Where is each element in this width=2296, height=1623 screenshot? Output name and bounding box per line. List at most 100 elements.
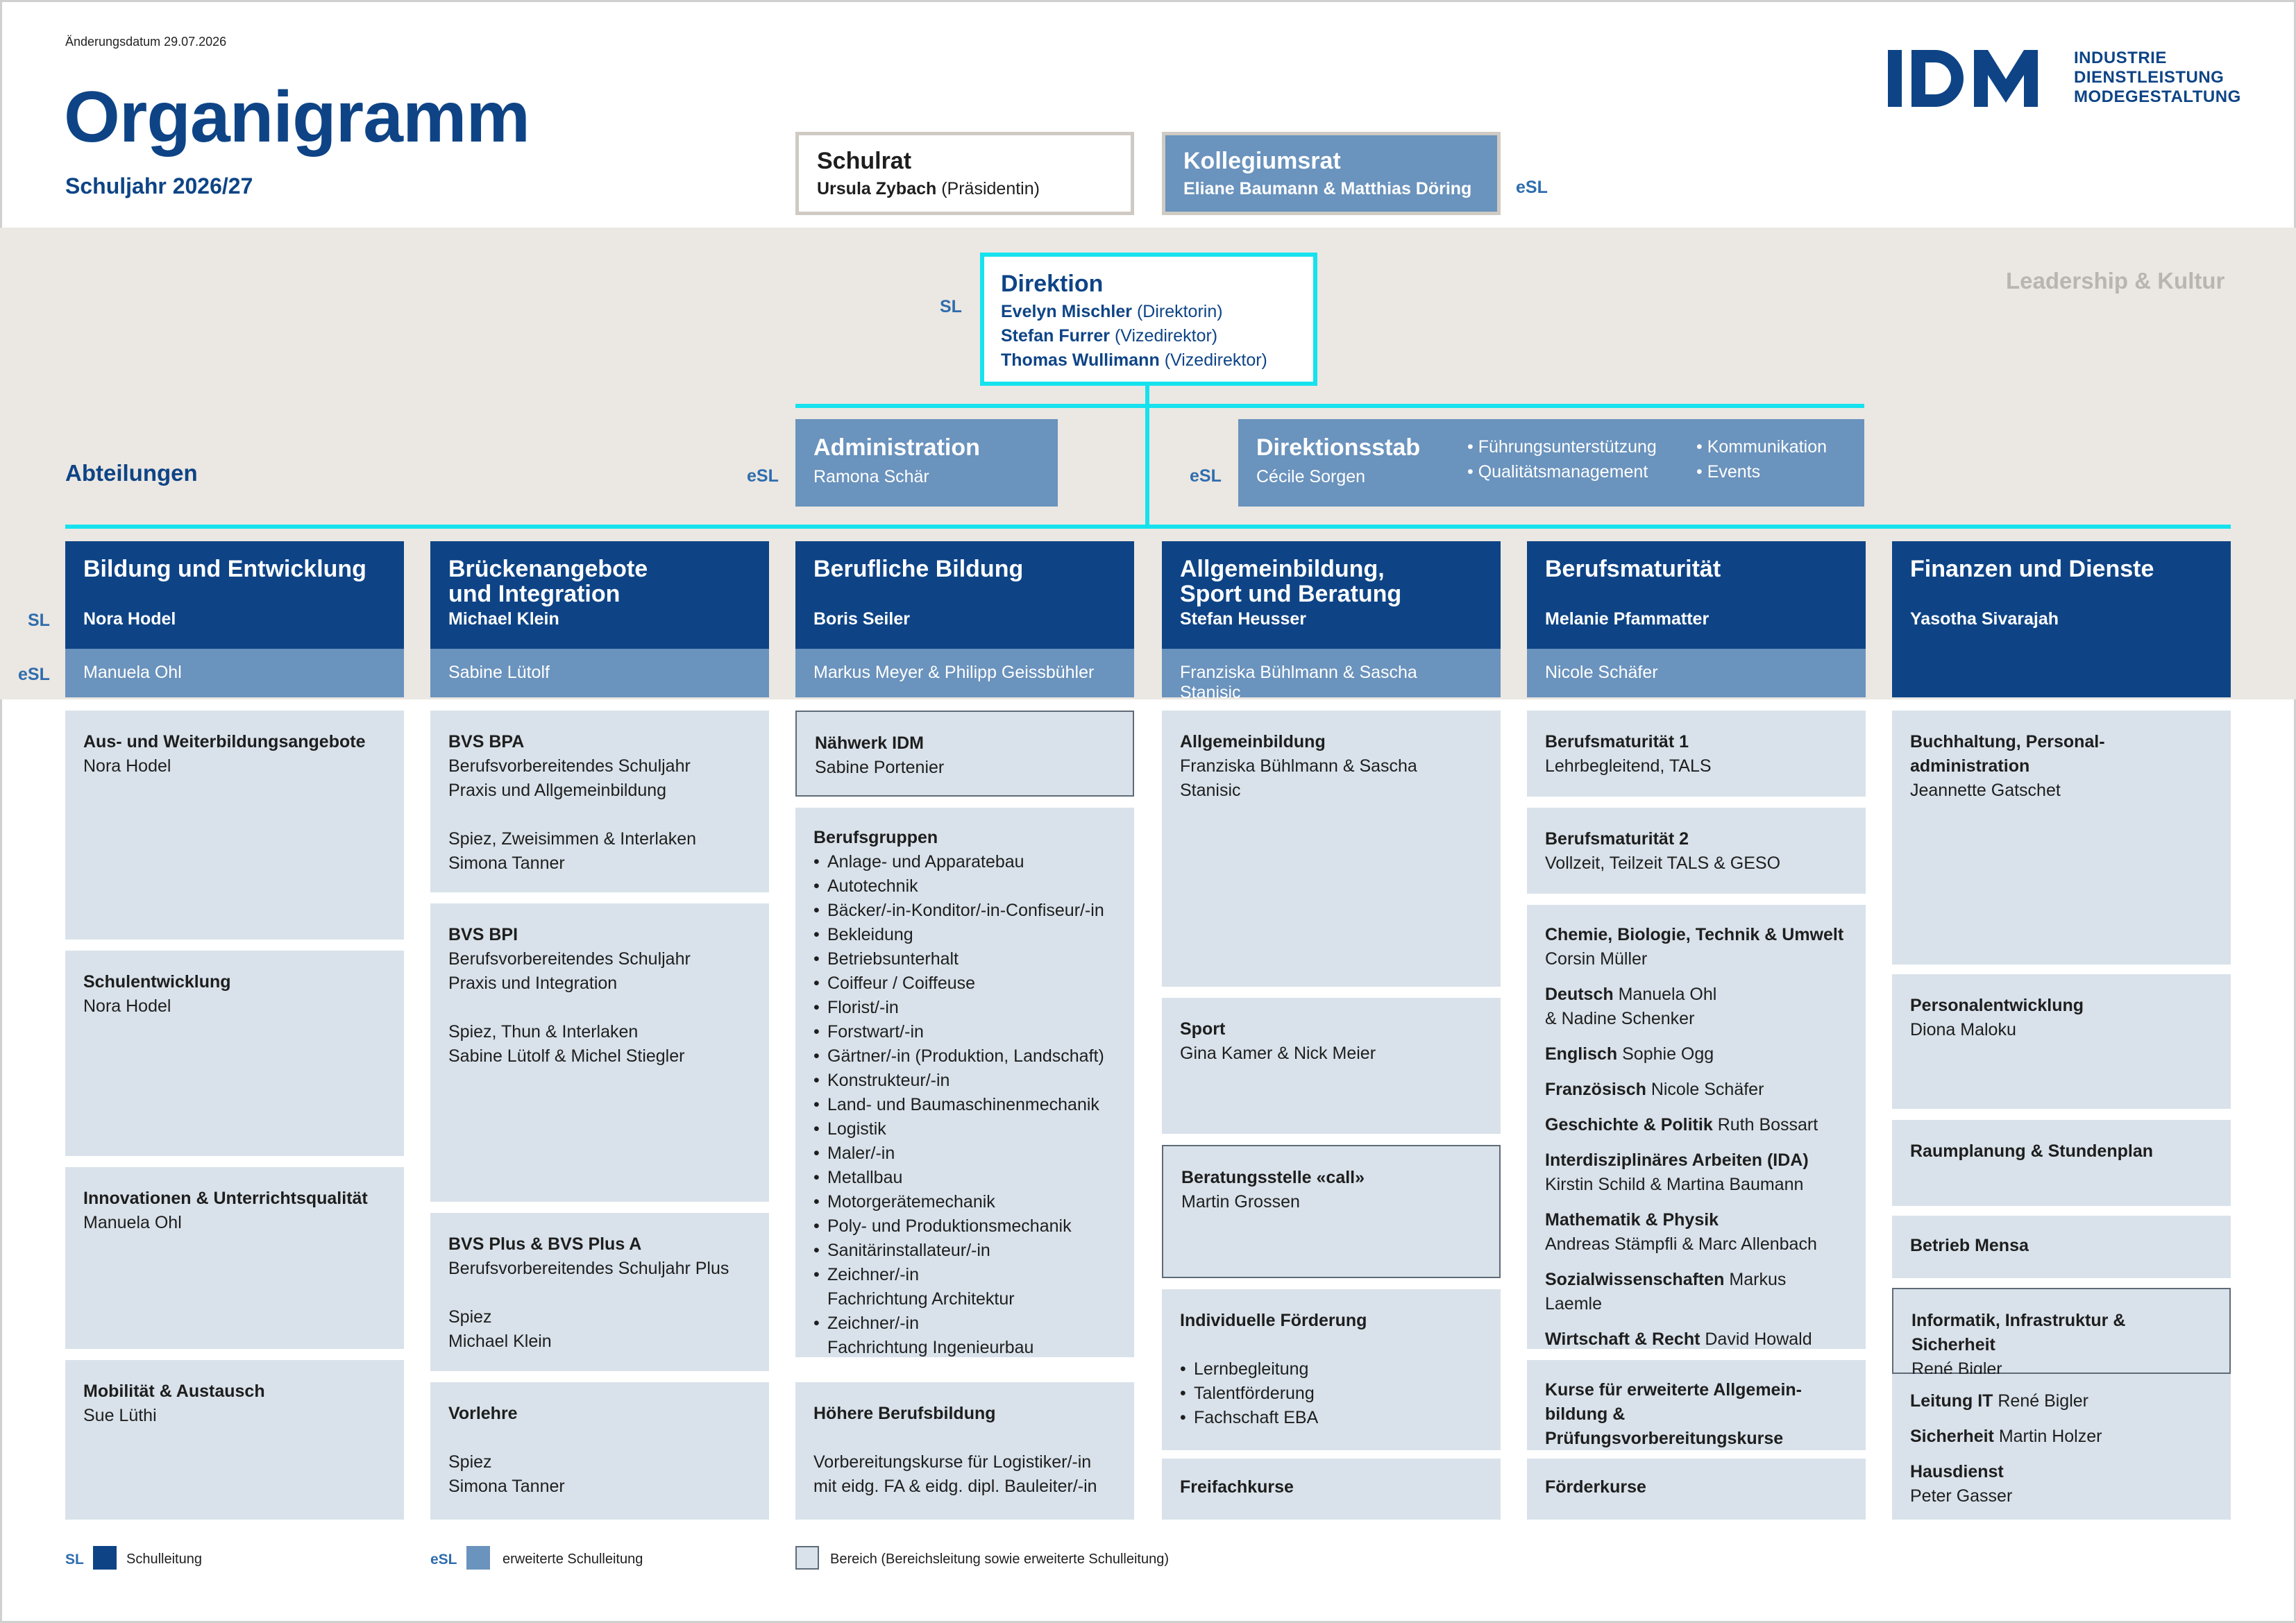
list-item: Logistik [813,1117,1116,1141]
area-title: Förderkurse [1545,1477,1646,1497]
area-title: Individuelle Förderung [1180,1311,1367,1330]
foerderung-list: Lernbegleitung Talentförderung Fachschaf… [1180,1357,1483,1430]
member-name: Stefan Furrer [1001,326,1110,346]
kollegiumsrat-title: Kollegiumsrat [1183,148,1341,174]
department-head: Yasotha Sivarajah [1910,609,2059,629]
abteilungen-label: Abteilungen [65,460,198,486]
list-item: Motorgerätemechanik [813,1190,1116,1214]
area-bm2: Berufsmaturität 2 Vollzeit, Teilzeit TAL… [1527,808,1866,894]
area-person: Sue Lüthi [83,1406,157,1425]
department-title: Berufsmaturität [1545,556,1721,582]
legend-swatch-navy [93,1546,117,1570]
area-title: Kurse für erweiterte Allgemein- [1545,1380,1803,1400]
item-line: Zeichner/-in [827,1314,919,1333]
administration-title: Administration [813,434,980,461]
task-item: • Qualitätsmanagement [1467,462,1648,482]
title-line: Sport und Beratung [1180,581,1402,607]
area-text: Praxis und Allgemeinbildung [448,781,667,800]
area-title: Freifachkurse [1180,1477,1294,1497]
legend-text: erweiterte Schulleitung [503,1552,643,1567]
area-title: BVS BPI [448,925,518,944]
area-person: Michael Klein [448,1332,552,1351]
area-title: Informatik, Infrastruktur & Sicherheit [1911,1311,2126,1354]
area-text: Praxis und Integration [448,974,618,993]
list-item: Konstrukteur/-in [813,1069,1116,1093]
department-title: Bildung und Entwicklung [83,556,366,582]
legend-text: Schulleitung [126,1552,202,1567]
list-item: Bekleidung [813,923,1116,947]
department-header: Berufliche Bildung Boris Seiler [795,541,1134,649]
list-item: Land- und Baumaschinenmechanik [813,1093,1116,1117]
area-title: Mobilität & Austausch [83,1382,265,1401]
area-title: Allgemeinbildung [1180,732,1326,751]
area-sport: Sport Gina Kamer & Nick Meier [1162,998,1501,1134]
area-raumplanung: Raumplanung & Stundenplan [1892,1120,2231,1206]
area-person: Jeannette Gatschet [1910,781,2061,800]
department-esl: Markus Meyer & Philipp Geissbühler [795,649,1134,697]
list-item: Anlage- und Apparatebau [813,850,1116,874]
direktion-member-1: Evelyn Mischler (Direktorin) [1001,302,1297,322]
list-item: Maler/-in [813,1141,1116,1166]
list-item: Sanitärinstallateur/-in [813,1239,1116,1263]
connector-staff-line [795,404,1864,408]
schulrat-title: Schulrat [817,148,912,174]
area-title: Höhere Berufsbildung [813,1404,996,1423]
kollegiumsrat-names: Eliane Baumann & Matthias Döring [1183,179,1472,198]
direktionsstab-person: Cécile Sorgen [1256,467,1366,486]
area-person: Diona Maloku [1910,1020,2016,1039]
area-mensa: Betrieb Mensa [1892,1216,2231,1278]
area-person: Simona Tanner [448,853,565,873]
area-person: Gina Kamer & Nick Meier [1180,1044,1376,1063]
department-title: Allgemeinbildung,Sport und Beratung [1180,556,1483,606]
department-header: Finanzen und Dienste Yasotha Sivarajah [1892,541,2231,697]
logo-line-3: MODEGESTALTUNG [2074,87,2241,106]
legend-text: Bereich (Bereichsleitung sowie erweitert… [830,1552,1170,1567]
logo-wordmark: INDUSTRIE DIENSTLEISTUNG MODEGESTALTUNG [2074,49,2241,107]
department-head: Michael Klein [448,609,559,629]
direktion-member-2: Stefan Furrer (Vizedirektor) [1001,326,1297,346]
area-title: Raumplanung & Stundenplan [1910,1141,2153,1161]
area-bm1: Berufsmaturität 1 Lehrbegleitend, TALS [1527,711,1866,797]
area-text: Berufsvorbereitendes Schuljahr Plus [448,1259,729,1278]
schulrat-box: Schulrat Ursula Zybach (Präsidentin) [795,132,1134,215]
subject-item: Französisch Nicole Schäfer [1545,1080,1764,1099]
department-esl: Franziska Bühlmann & Sascha Stanisic [1162,649,1501,702]
direktion-title: Direktion [1001,271,1104,297]
list-item: Gärtner/-in (Produktion, Landschaft) [813,1044,1116,1069]
logo-line-2: DIENSTLEISTUNG [2074,68,2225,87]
area-title: Berufsmaturität 2 [1545,829,1689,849]
area-text: Vollzeit, Teilzeit TALS & GESO [1545,853,1781,873]
school-year: Schuljahr 2026/27 [65,173,253,198]
department-header: Berufsmaturität Melanie Pfammatter [1527,541,1866,649]
area-person: Martin Grossen [1181,1192,1300,1212]
area-bvs-bpa: BVS BPA Berufsvorbereitendes Schuljahr P… [430,711,769,892]
area-title: Berufsmaturität 1 [1545,732,1689,751]
area-text: Berufsvorbereitendes Schuljahr [448,756,691,776]
legend-sl: SL Schulleitung [65,1546,202,1570]
department-esl: Nicole Schäfer [1527,649,1866,697]
item-line: Fachrichtung Architektur [827,1289,1015,1309]
area-location: Spiez, Thun & Interlaken [448,1022,639,1042]
area-title: Schulentwicklung [83,972,231,992]
area-allgemeinbildung: Allgemeinbildung Franziska Bühlmann & Sa… [1162,711,1501,987]
kollegiumsrat-box: Kollegiumsrat Eliane Baumann & Matthias … [1162,132,1501,215]
area-bvs-bpi: BVS BPI Berufsvorbereitendes Schuljahr P… [430,903,769,1202]
area-person: Manuela Ohl [83,1213,182,1232]
department-esl: Sabine Lütolf [430,649,769,697]
row-tag-sl: SL [28,611,50,630]
area-it-subareas: Leitung IT René Bigler Sicherheit Martin… [1892,1374,2231,1520]
member-role: (Vizedirektor) [1164,350,1267,370]
area-bvs-plus: BVS Plus & BVS Plus A Berufsvorbereitend… [430,1213,769,1371]
department-head: Stefan Heusser [1180,609,1307,629]
area-title: Berufsgruppen [813,828,938,847]
legend-esl: eSL erweiterte Schulleitung [430,1546,643,1570]
area-text: Berufsvorbereitendes Schuljahr [448,949,691,969]
